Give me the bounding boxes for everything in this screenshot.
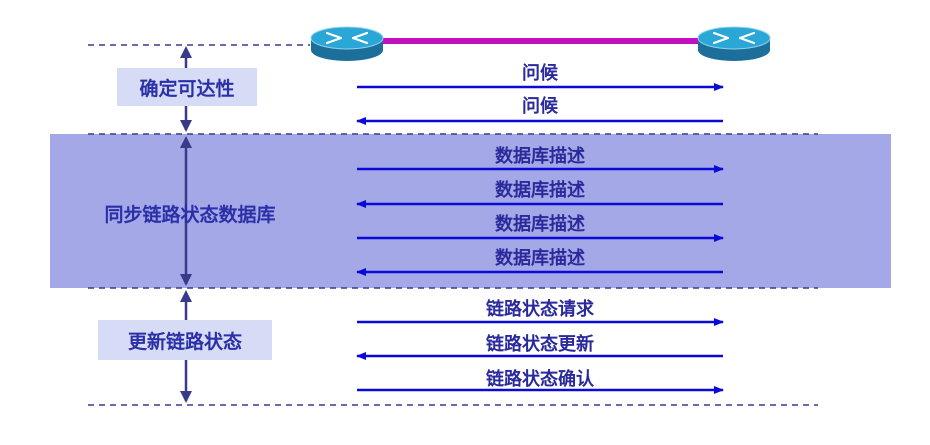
phase-label-update-link-state: 更新链路状态 [98,320,272,360]
message-arrows [356,83,724,394]
message-label: 数据库描述 [495,214,585,235]
message-label: 链路状态确认 [486,369,594,390]
message-label: 数据库描述 [495,248,585,269]
message-label: 数据库描述 [495,180,585,201]
router-icon [697,26,771,61]
timeline-arrow-up [180,46,192,58]
timeline-arrow-down [180,120,192,132]
message-label: 问候 [522,63,558,84]
message-label: 链路状态更新 [486,334,594,355]
message-label: 问候 [522,96,558,117]
phase-label-reachability: 确定可达性 [117,68,257,106]
timeline-arrow-down [180,274,192,286]
sync-phase-band [50,134,891,288]
message-label: 链路状态请求 [486,299,594,320]
phase-label-sync-database: 同步链路状态数据库 [104,203,276,226]
message-label: 数据库描述 [495,146,585,167]
router-icon [310,26,384,61]
timeline-arrow-up [180,136,192,148]
timeline-arrow-up [180,290,192,302]
timeline-arrow-down [180,391,192,403]
